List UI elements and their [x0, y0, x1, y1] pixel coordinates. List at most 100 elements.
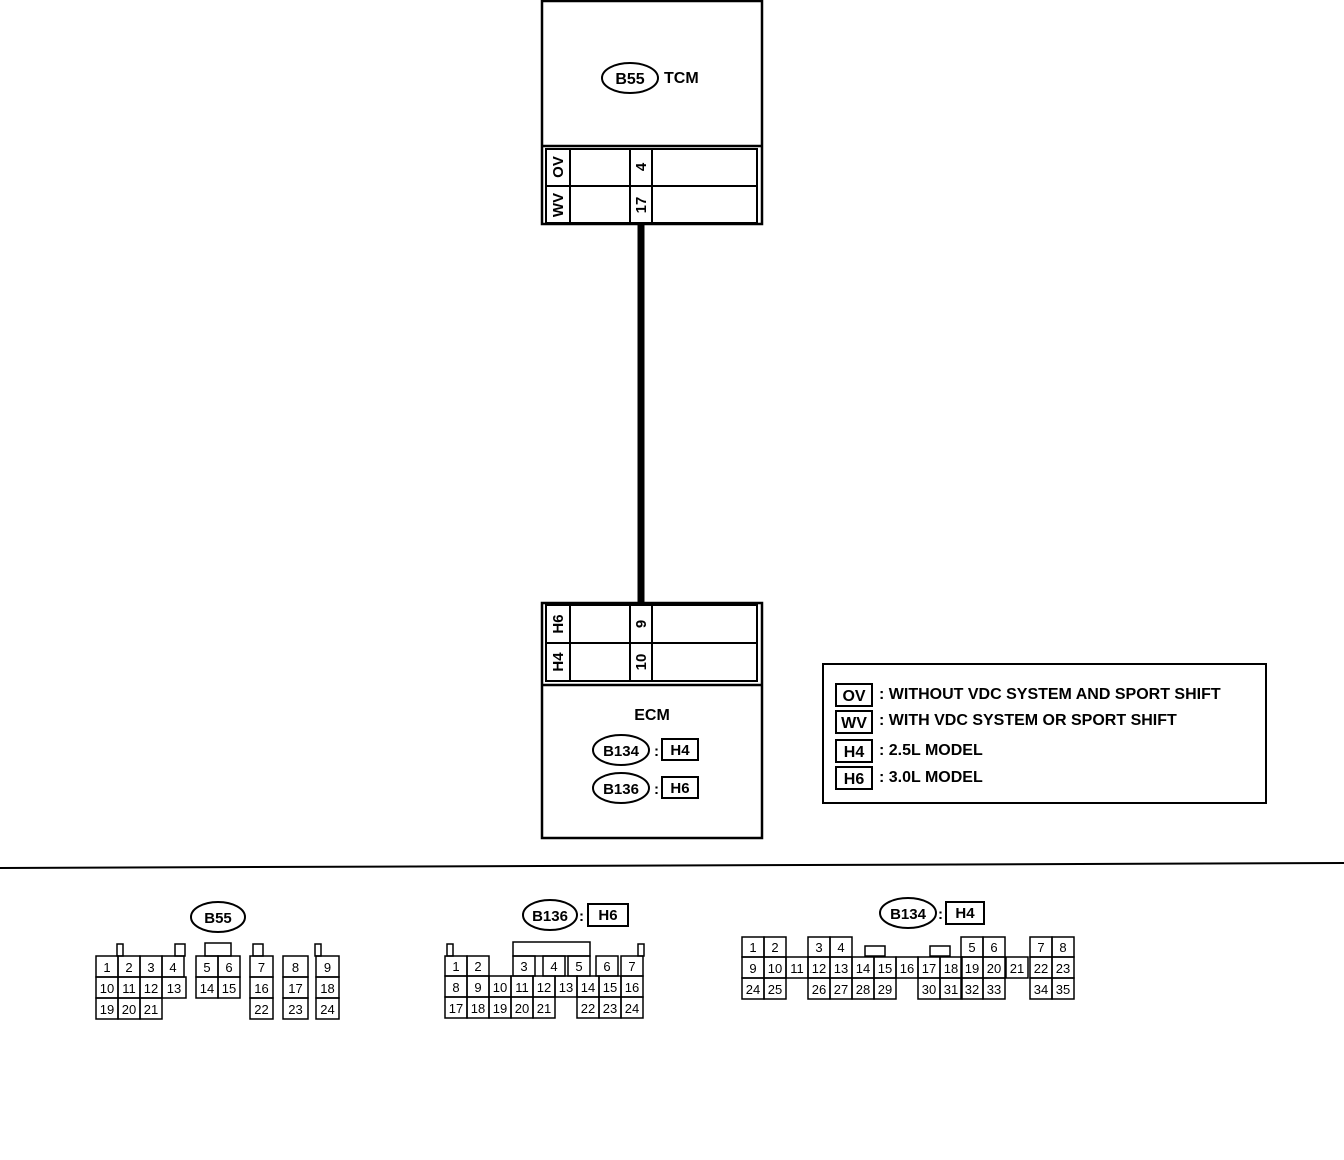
connector-b55-pin-17: 17 [288, 981, 302, 996]
connector-b134-pin-4: 4 [837, 940, 844, 955]
connector-b134-pin-24: 24 [746, 982, 760, 997]
connector-b134-pin-34: 34 [1034, 982, 1048, 997]
connector-b55-pin-14: 14 [200, 981, 214, 996]
connector-b55-cavity [139, 997, 163, 1020]
ecm-title: ECM [634, 707, 670, 724]
connector-b136-pin-21: 21 [537, 1001, 551, 1016]
connector-b134-pin-14: 14 [856, 961, 870, 976]
connector-b134-cavity [763, 977, 787, 1000]
connector-b55-pin-3: 3 [147, 960, 154, 975]
connector-b136-pin-4: 4 [550, 959, 557, 974]
connector-b55-pin-18: 18 [320, 981, 334, 996]
connector-b55-pin-24: 24 [320, 1002, 334, 1017]
connector-b134-pin-2: 2 [771, 940, 778, 955]
connector-b55-pin-23: 23 [288, 1002, 302, 1017]
connector-b136-pin-16: 16 [625, 980, 639, 995]
connector-b136-pin-17: 17 [449, 1001, 463, 1016]
connector-b134-pin-35: 35 [1056, 982, 1070, 997]
ecm-connector-b136: B136 [603, 781, 639, 798]
legend-text-h4: : 2.5L MODEL [879, 742, 983, 759]
connector-b55-pin-15: 15 [222, 981, 236, 996]
connector-b134-pin-22: 22 [1034, 961, 1048, 976]
connector-b134-pin-16: 16 [900, 961, 914, 976]
connector-b134-pin-27: 27 [834, 982, 848, 997]
connector-b134-pin-11: 11 [790, 961, 804, 976]
b134-colon: : [938, 906, 943, 923]
connector-b134-pin-30: 30 [922, 982, 936, 997]
ecm-pin-10: 10 [633, 654, 650, 671]
connector-b55-pin-1: 1 [103, 960, 110, 975]
connector-view-b136-variant: H6 [598, 907, 617, 924]
section-divider [0, 862, 1344, 869]
connector-b55-pin-6: 6 [225, 960, 232, 975]
legend-code-ov: OV [842, 688, 865, 705]
connector-b55-pin-11: 11 [122, 981, 136, 996]
connector-b55-pin-10: 10 [100, 981, 114, 996]
ecm-colon-2: : [654, 781, 659, 798]
ecm-connector-b136-oval [592, 772, 650, 804]
connector-b134-pin-1: 1 [749, 940, 756, 955]
ecm-connector-b134: B134 [603, 743, 640, 760]
connector-b134-pin-26: 26 [812, 982, 826, 997]
connector-b134-pin-15: 15 [878, 961, 892, 976]
connector-b134-pin-9: 9 [749, 961, 756, 976]
connector-b136-pin-20: 20 [515, 1001, 529, 1016]
connector-b134-pin-23: 23 [1056, 961, 1070, 976]
connector-b55-pin-19: 19 [100, 1002, 114, 1017]
legend-text-wv: : WITH VDC SYSTEM OR SPORT SHIFT [879, 712, 1177, 729]
connector-b136-pin-10: 10 [493, 980, 507, 995]
connector-b55-pin-7: 7 [258, 960, 265, 975]
connector-b136-pin-12: 12 [537, 980, 551, 995]
connector-b134-pin-20: 20 [987, 961, 1001, 976]
ecm-variant-h4: H4 [550, 652, 567, 672]
ecm-connector-b134-variant: H4 [670, 742, 690, 759]
connector-b136-pin-15: 15 [603, 980, 617, 995]
connector-view-b55-label: B55 [204, 910, 232, 927]
ecm-connector-b136-variant: H6 [670, 780, 689, 797]
connector-b134-pin-3: 3 [815, 940, 822, 955]
legend-text-h6: : 3.0L MODEL [879, 769, 983, 786]
tcm-variant-ov: OV [550, 156, 567, 178]
connector-b134-pin-8: 8 [1059, 940, 1066, 955]
connector-b136-pin-1: 1 [452, 959, 459, 974]
legend: OV : WITHOUT VDC SYSTEM AND SPORT SHIFT … [822, 663, 1267, 804]
legend-text-ov: : WITHOUT VDC SYSTEM AND SPORT SHIFT [879, 686, 1221, 703]
b136-colon: : [579, 908, 584, 925]
connector-b134-cavity [939, 977, 963, 1000]
connector-b136-pin-5: 5 [575, 959, 582, 974]
connector-view-b134-variant: H4 [955, 905, 975, 922]
ecm-variant-h4-box [661, 738, 699, 761]
connector-b134-pin-10: 10 [768, 961, 782, 976]
connector-b134-pin-21: 21 [1010, 961, 1024, 976]
connector-b134-pin-28: 28 [856, 982, 870, 997]
connector-b55-pin-21: 21 [144, 1002, 158, 1017]
connector-b55-pin-8: 8 [292, 960, 299, 975]
connector-b136-cavity [620, 996, 644, 1019]
connector-b136-pin-7: 7 [628, 959, 635, 974]
legend-code-h6: H6 [844, 771, 865, 788]
connector-b55-cavity [249, 997, 274, 1020]
connector-b134-pin-5: 5 [968, 940, 975, 955]
connector-b136-pin-24: 24 [625, 1001, 639, 1016]
connector-b136-pin-19: 19 [493, 1001, 507, 1016]
connector-b136-pin-18: 18 [471, 1001, 485, 1016]
connector-b55-pin-4: 4 [169, 960, 176, 975]
tcm-connector-oval [601, 62, 659, 94]
connector-b55-cavity [282, 997, 309, 1020]
tcm-block: B55 TCM OV WV 4 17 [540, 0, 764, 226]
connector-b136-pin-9: 9 [474, 980, 481, 995]
ecm-block: H6 H4 9 10 ECM B134 : H4 B136 : H6 [540, 601, 764, 840]
connector-b134-cavity [982, 977, 1006, 1000]
connector-b134-pin-18: 18 [944, 961, 958, 976]
connector-b136-pin-11: 11 [515, 980, 529, 995]
connector-b136-pin-14: 14 [581, 980, 595, 995]
connector-b55-pin-12: 12 [144, 981, 158, 996]
tcm-title: TCM [664, 70, 699, 87]
connector-b134-pin-13: 13 [834, 961, 848, 976]
connector-b55-pin-5: 5 [203, 960, 210, 975]
connector-b134-pin-6: 6 [990, 940, 997, 955]
connector-b55-pin-9: 9 [324, 960, 331, 975]
ecm-colon-1: : [654, 743, 659, 760]
